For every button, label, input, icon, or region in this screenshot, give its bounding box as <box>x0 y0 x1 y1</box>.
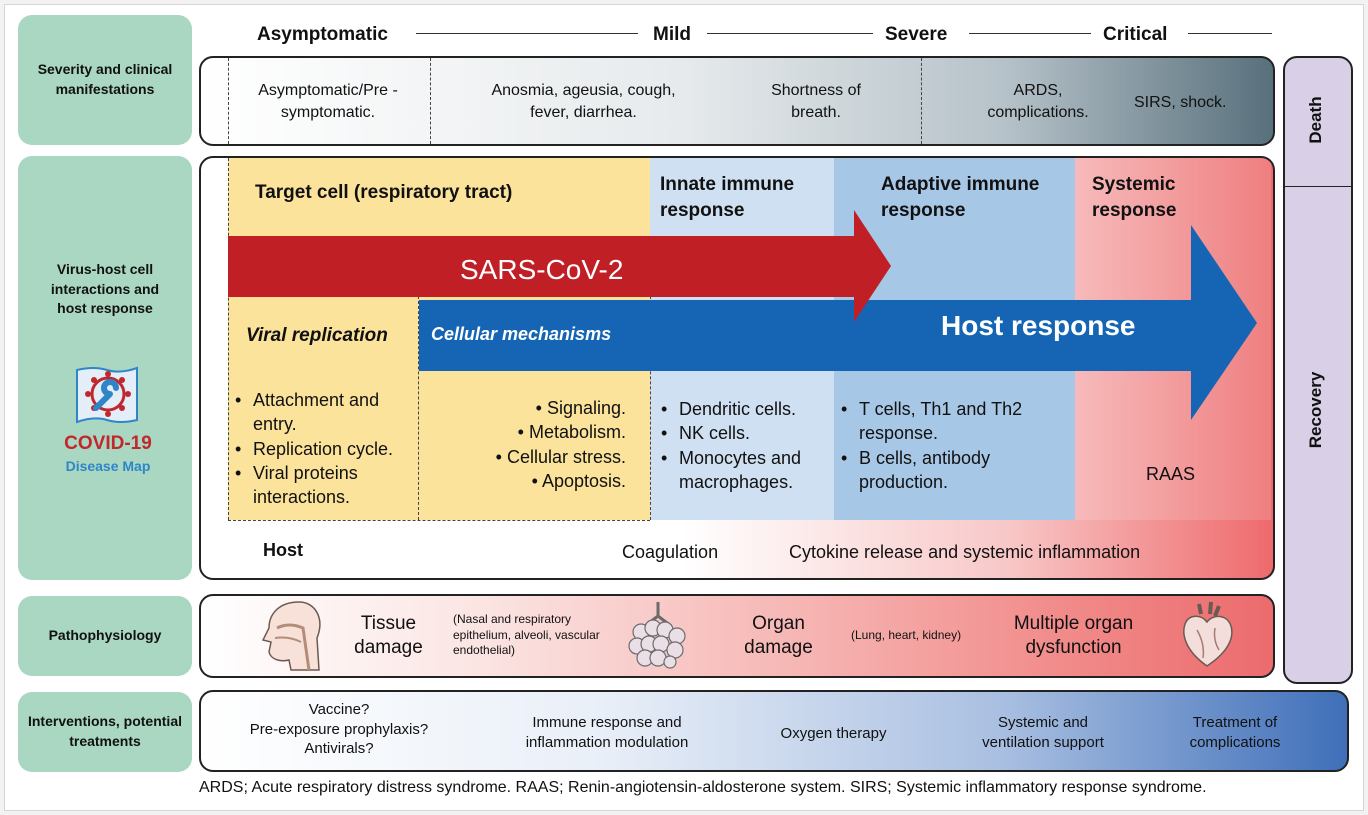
virus-host-box: Target cell (respiratory tract) Innate i… <box>199 156 1275 580</box>
list-item: B cells, antibody production. <box>841 446 1066 495</box>
stage-divider <box>707 33 873 34</box>
list-item: Monocytes and macrophages. <box>661 446 831 495</box>
list-item: Viral proteins interactions. <box>235 461 425 510</box>
row-label-pathophysiology: Pathophysiology <box>18 596 192 676</box>
dash-divider <box>228 58 229 144</box>
list-item: Attachment and entry. <box>235 388 425 437</box>
intervention-systemic: Systemic and ventilation support <box>982 714 1104 751</box>
dash-divider <box>228 520 650 521</box>
dash-divider <box>430 58 431 144</box>
cytokine-label: Cytokine release and systemic inflammati… <box>789 542 1141 562</box>
list-item: T cells, Th1 and Th2 response. <box>841 397 1066 446</box>
outcome-recovery: Recovery <box>1306 371 1325 449</box>
tissue-note: (Nasal and respiratory epithelium, alveo… <box>453 612 600 658</box>
list-item: Metabolism. <box>528 422 626 443</box>
replication-list: Attachment and entry. Replication cycle.… <box>235 388 425 509</box>
organ-note: (Lung, heart, kidney) <box>851 628 962 642</box>
list-item: Signaling. <box>546 398 626 418</box>
sars-cov-2-arrow <box>228 210 891 322</box>
outcomes-column <box>1283 56 1353 684</box>
organ-damage-label: Organ damage <box>744 613 813 658</box>
mechanism-list: • Signaling. • Metabolism. • Cellular st… <box>495 398 626 491</box>
row-label-interventions: Interventions, potential treatments <box>18 692 192 772</box>
logo-title: COVID-19 <box>64 433 152 454</box>
prep-label: Pre-exposure prophylaxis? <box>249 720 429 738</box>
innate-list: Dendritic cells. NK cells. Monocytes and… <box>661 397 831 494</box>
logo-subtitle: Disease Map <box>65 458 151 474</box>
list-item: Dendritic cells. <box>661 397 831 422</box>
intervention-prevention: Vaccine? Pre-exposure prophylaxis? Antiv… <box>229 700 449 759</box>
outcome-divider <box>1285 186 1351 187</box>
row-label-severity: Severity and clinical manifestations <box>18 15 192 145</box>
intervention-complications: Treatment of complications <box>1189 714 1281 751</box>
dash-divider <box>228 158 229 520</box>
stage-divider <box>969 33 1091 34</box>
head-airway-icon <box>261 601 321 671</box>
adaptive-list: T cells, Th1 and Th2 response. B cells, … <box>841 397 1066 494</box>
intervention-immune: Immune response and inflammation modulat… <box>525 714 689 751</box>
outcome-death: Death <box>1306 96 1325 144</box>
list-item: Apoptosis. <box>541 470 626 491</box>
coagulation-label: Coagulation <box>622 542 719 562</box>
vaccine-label: Vaccine? <box>308 701 370 718</box>
stage-critical: Critical <box>1103 24 1168 45</box>
heart-icon <box>1183 601 1233 667</box>
list-item: Replication cycle. <box>235 437 425 462</box>
host-response-arrow <box>419 225 1257 420</box>
dash-divider <box>921 58 922 144</box>
innate-label: Innate immune response <box>660 174 795 221</box>
response-arrows <box>228 210 1257 420</box>
manifestations-box: Asymptomatic/Pre -symptomatic. Anosmia, … <box>199 56 1275 146</box>
covid-wrench-icon <box>74 364 140 424</box>
tissue-damage-label: Tissue damage <box>354 613 423 658</box>
viral-replication-label: Viral replication <box>246 325 388 346</box>
cellular-mechanisms-label: Cellular mechanisms <box>431 324 612 344</box>
manifestation-asymptomatic: Asymptomatic/Pre -symptomatic. <box>258 82 398 121</box>
list-item: NK cells. <box>661 421 831 446</box>
sars-cov-2-label: SARS-CoV-2 <box>460 254 624 285</box>
manifestation-sirs: SIRS, shock. <box>1134 94 1227 111</box>
systemic-label: Systemic response <box>1092 174 1177 221</box>
stage-divider <box>1188 33 1272 34</box>
host-response-label: Host response <box>941 310 1136 341</box>
antivirals-label: Antivirals? <box>304 740 374 757</box>
stage-severe: Severe <box>885 24 948 45</box>
interventions-box: Vaccine? Pre-exposure prophylaxis? Antiv… <box>199 690 1349 772</box>
row-label-virus-host: Virus-host cell interactions and host re… <box>18 156 192 580</box>
intervention-oxygen: Oxygen therapy <box>780 725 887 742</box>
adaptive-label: Adaptive immune response <box>881 174 1040 221</box>
manifestation-shortness: Shortness of breath. <box>771 82 861 121</box>
manifestation-mild: Anosmia, ageusia, cough, fever, diarrhea… <box>491 82 676 121</box>
stage-mild: Mild <box>653 24 691 45</box>
footnote: ARDS; Acute respiratory distress syndrom… <box>199 779 1207 796</box>
manifestation-ards: ARDS, complications. <box>987 82 1089 121</box>
host-label: Host <box>263 540 303 560</box>
dash-divider <box>650 296 651 520</box>
alveoli-icon <box>628 602 686 669</box>
list-item: Cellular stress. <box>506 446 626 467</box>
multi-organ-label: Multiple organ dysfunction <box>1013 613 1134 658</box>
pathophysiology-box: Tissue damage (Nasal and respiratory epi… <box>199 594 1275 678</box>
stage-asymptomatic: Asymptomatic <box>257 24 388 45</box>
stage-divider <box>416 33 638 34</box>
raas-label: RAAS <box>1146 464 1196 484</box>
target-cell-label: Target cell (respiratory tract) <box>255 182 513 203</box>
